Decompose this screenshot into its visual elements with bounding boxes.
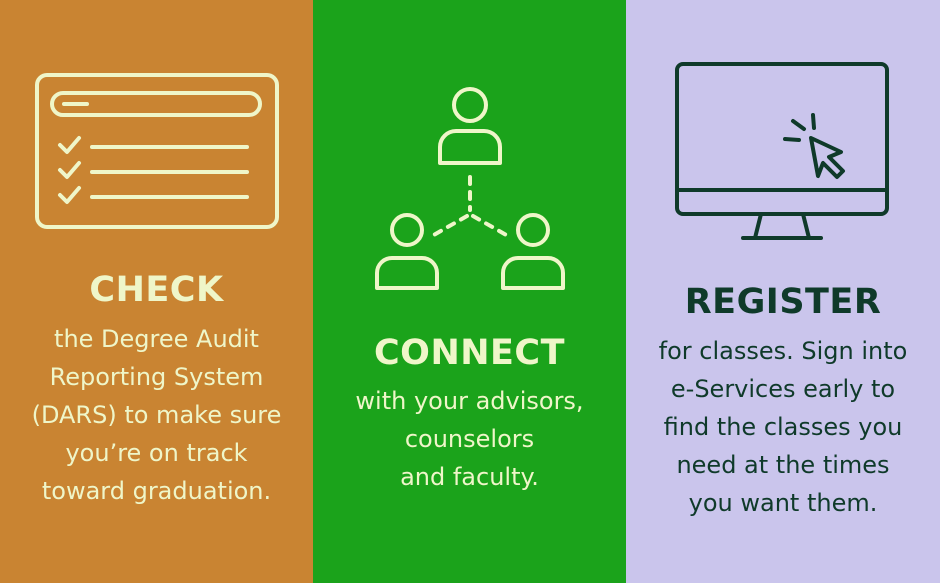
monitor-cursor-icon bbox=[675, 62, 889, 240]
panel-heading: REGISTER bbox=[684, 282, 882, 322]
checklist-icon bbox=[34, 73, 279, 229]
panel-heading: CONNECT bbox=[374, 333, 565, 373]
network-people-icon bbox=[374, 87, 565, 290]
panel-body: for classes. Sign into e-Services early … bbox=[658, 337, 908, 517]
panel-body: the Degree Audit Reporting System (DARS)… bbox=[31, 325, 282, 505]
register-panel: REGISTER for classes. Sign into e-Servic… bbox=[626, 0, 940, 583]
check-panel: CHECK the Degree Audit Reporting System … bbox=[0, 0, 313, 583]
connect-panel: CONNECT with your advisors, counselors a… bbox=[313, 0, 626, 583]
panel-heading: CHECK bbox=[89, 270, 224, 310]
panel-body: with your advisors, counselors and facul… bbox=[355, 387, 584, 491]
